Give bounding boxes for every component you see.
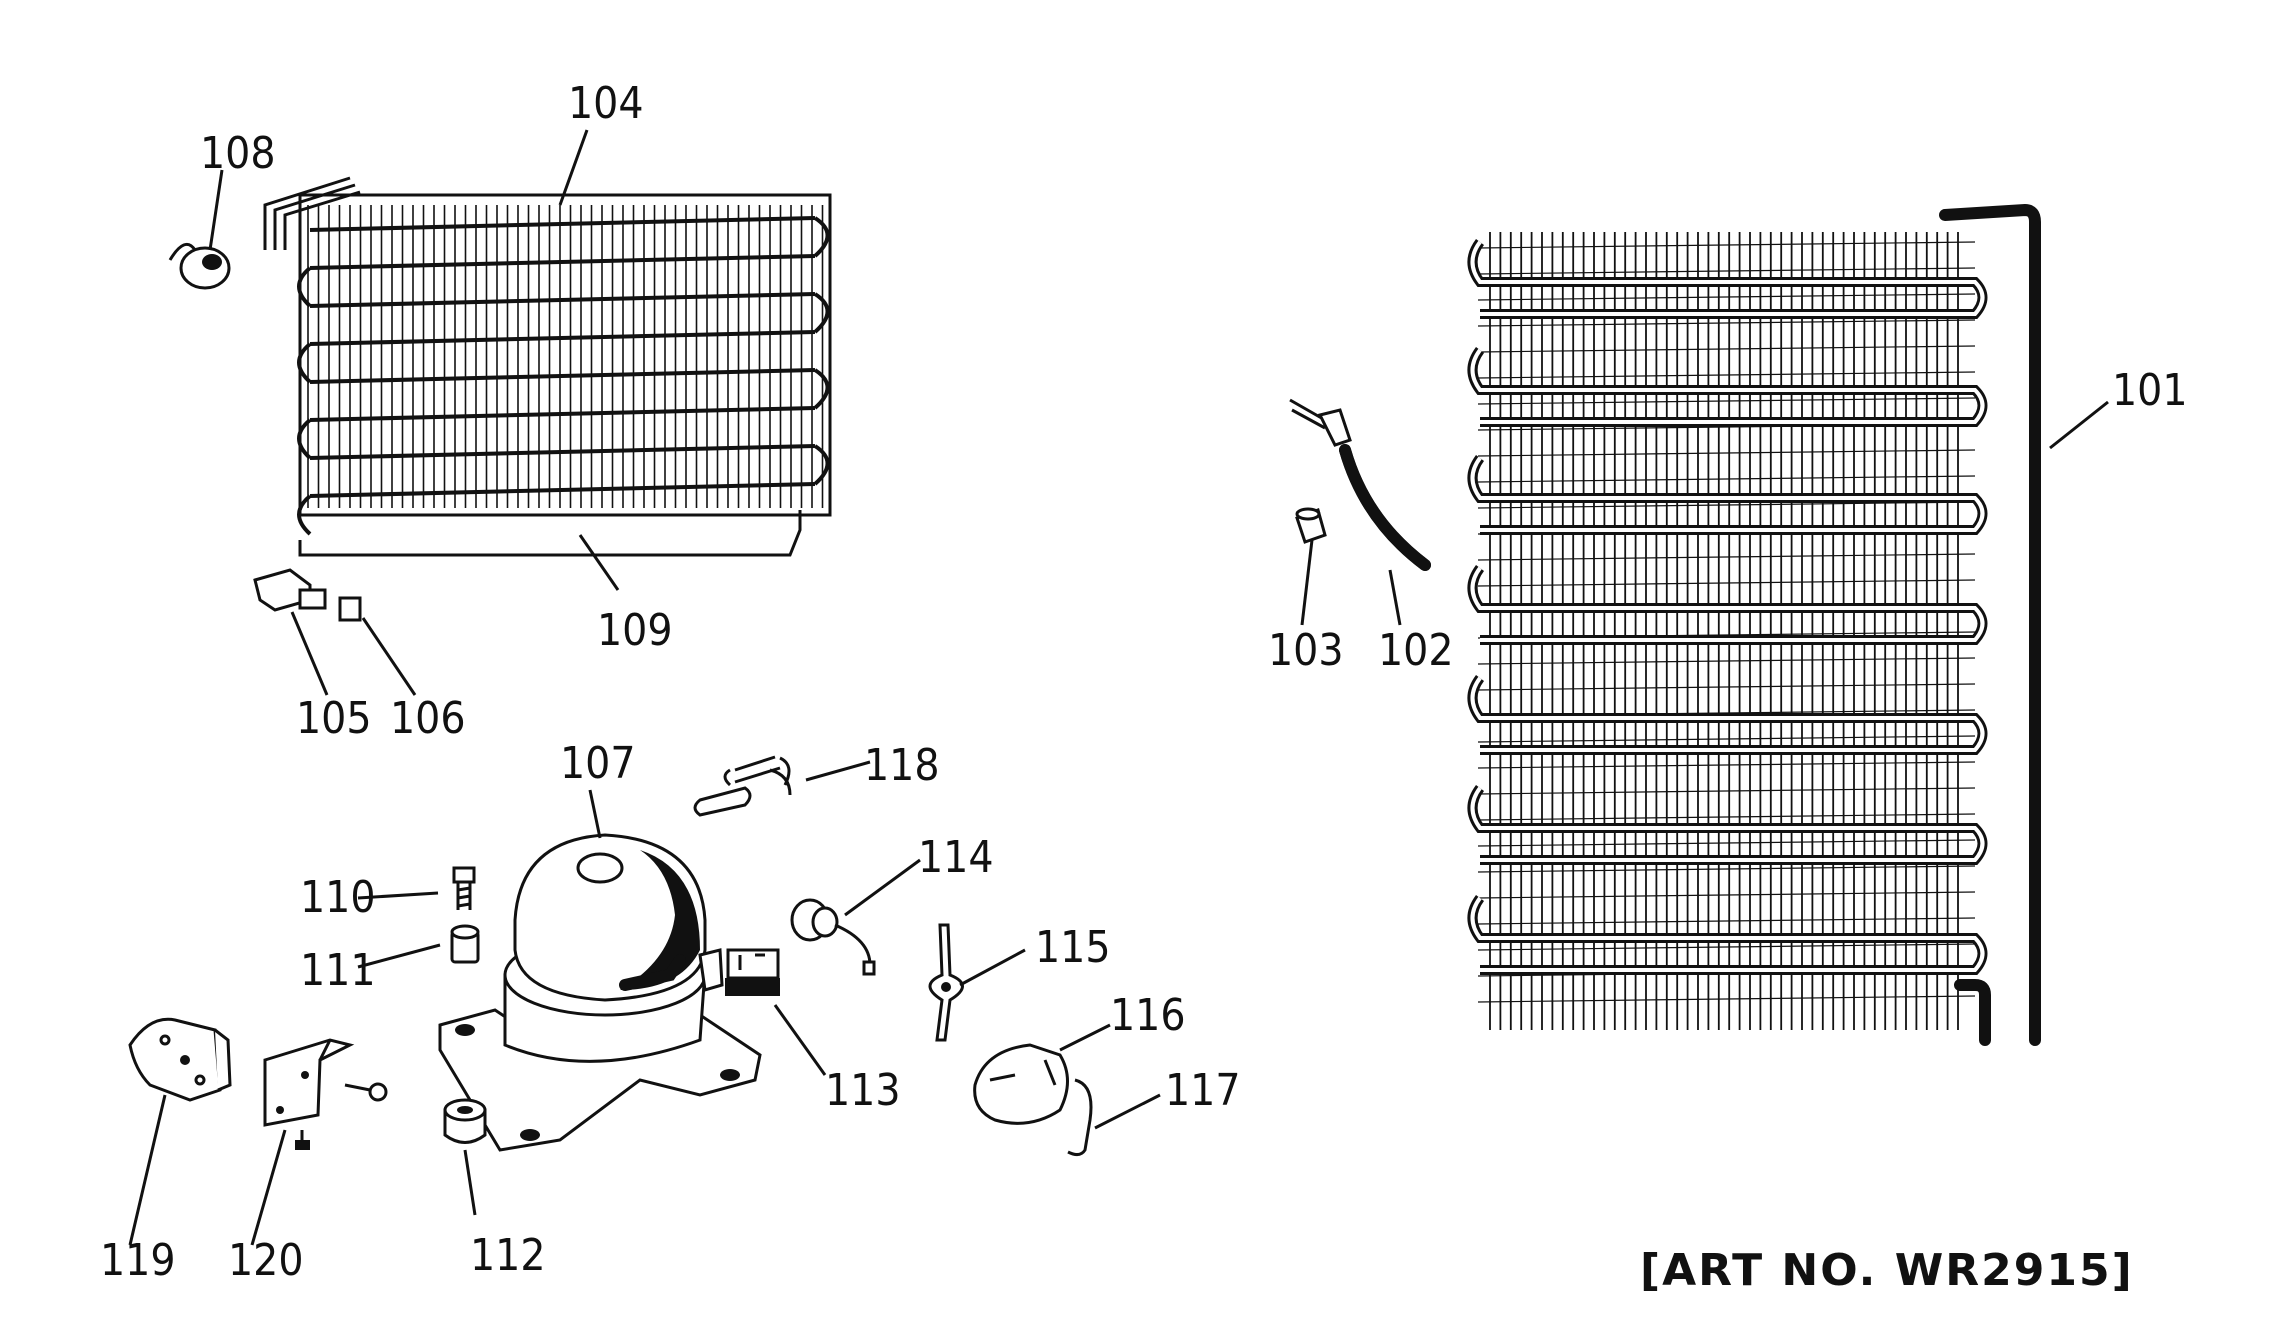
evaporator-tube-bend — [297, 418, 312, 460]
label-117: 117 — [1165, 1065, 1241, 1116]
label-106: 106 — [390, 693, 466, 744]
part-labels: 104 108 109 105 106 107 118 114 110 111 … — [100, 78, 2188, 1296]
thermistor — [168, 242, 231, 290]
evaporator-tube-row — [309, 444, 816, 460]
condenser-wire — [1477, 787, 1976, 795]
evaporator-tube-row — [309, 292, 816, 308]
evaporator-tube-row — [309, 368, 816, 384]
evaporator-tube-row — [309, 482, 816, 498]
evaporator-tube-bend — [813, 444, 830, 486]
art-number: [ART NO. WR2915] — [1640, 1245, 2134, 1296]
condenser-wire — [1477, 865, 1976, 873]
condenser-wire — [1477, 735, 1976, 743]
condenser-wire — [1477, 449, 1976, 457]
evaporator-tubes — [297, 216, 830, 536]
bolt-110 — [452, 866, 476, 910]
evaporator-tube-bend — [297, 266, 312, 308]
label-110: 110 — [300, 872, 376, 923]
condenser-wire — [1477, 839, 1976, 847]
condenser-tube-highlight — [1470, 240, 1985, 972]
drain-trough — [298, 510, 802, 557]
evaporator-tube-bend — [813, 216, 830, 258]
condenser-wire — [1477, 657, 1976, 665]
evaporator-fins — [307, 205, 824, 508]
clip-115 — [928, 923, 964, 1042]
compressor — [438, 833, 762, 1152]
label-114: 114 — [918, 832, 994, 883]
condenser-wire — [1477, 293, 1976, 301]
condenser-wire — [1477, 891, 1976, 899]
evaporator-tube-row — [309, 330, 816, 346]
bracket-120 — [263, 1038, 388, 1150]
condenser-wire — [1477, 345, 1976, 353]
condenser-wires — [1477, 232, 1976, 1030]
label-107: 107 — [560, 738, 636, 789]
evaporator-tube-bend — [813, 368, 830, 410]
condenser-wire — [1477, 267, 1976, 275]
leader-lines — [128, 129, 2109, 1246]
label-103: 103 — [1268, 625, 1344, 676]
condenser-wire — [1477, 579, 1976, 587]
label-115: 115 — [1035, 922, 1111, 973]
condenser-wire — [1477, 397, 1976, 405]
fitting-105 — [253, 568, 327, 612]
cover-116 — [973, 1043, 1069, 1125]
spacer-111 — [450, 924, 480, 964]
label-120: 120 — [228, 1235, 304, 1286]
label-111: 111 — [300, 945, 376, 996]
label-113: 113 — [825, 1065, 901, 1116]
relay-113 — [725, 948, 780, 996]
fitting-103 — [1295, 507, 1327, 544]
evaporator-tube-bend — [813, 292, 830, 334]
evaporator-tube-bend — [297, 342, 312, 384]
label-118: 118 — [864, 740, 940, 791]
condenser-wire — [1477, 813, 1976, 821]
evaporator-tube-row — [309, 254, 816, 270]
label-104: 104 — [568, 78, 644, 129]
overload-114 — [790, 898, 876, 976]
nut-106 — [338, 596, 362, 622]
evaporator-tube-row — [309, 406, 816, 422]
condenser-wire — [1477, 761, 1976, 769]
clamp-118 — [693, 755, 792, 817]
condenser-wire — [1477, 917, 1976, 925]
bail-wire-117 — [1067, 1078, 1093, 1157]
evaporator-coil — [263, 176, 832, 536]
drier-102 — [1289, 398, 1431, 571]
condenser-wire — [1477, 943, 1976, 951]
condenser-wire — [1477, 553, 1976, 561]
label-119: 119 — [100, 1235, 176, 1286]
condenser-wire — [1477, 371, 1976, 379]
bracket-119 — [128, 1017, 232, 1102]
label-105: 105 — [296, 693, 372, 744]
label-112: 112 — [470, 1230, 546, 1281]
label-109: 109 — [597, 605, 673, 656]
condenser-coil — [1467, 203, 2041, 1046]
grommet-112 — [443, 1098, 487, 1144]
label-108: 108 — [200, 128, 276, 179]
condenser-wire — [1477, 683, 1976, 691]
condenser-tube — [1467, 239, 1988, 975]
label-116: 116 — [1110, 990, 1186, 1041]
evaporator-tube-bend — [297, 494, 312, 536]
condenser-wire — [1477, 241, 1976, 249]
evaporator-tube-row — [309, 216, 816, 232]
condenser-wire — [1477, 319, 1976, 327]
label-102: 102 — [1378, 625, 1454, 676]
condenser-wire — [1477, 475, 1976, 483]
condenser-wire — [1477, 995, 1976, 1003]
label-101: 101 — [2112, 365, 2188, 416]
